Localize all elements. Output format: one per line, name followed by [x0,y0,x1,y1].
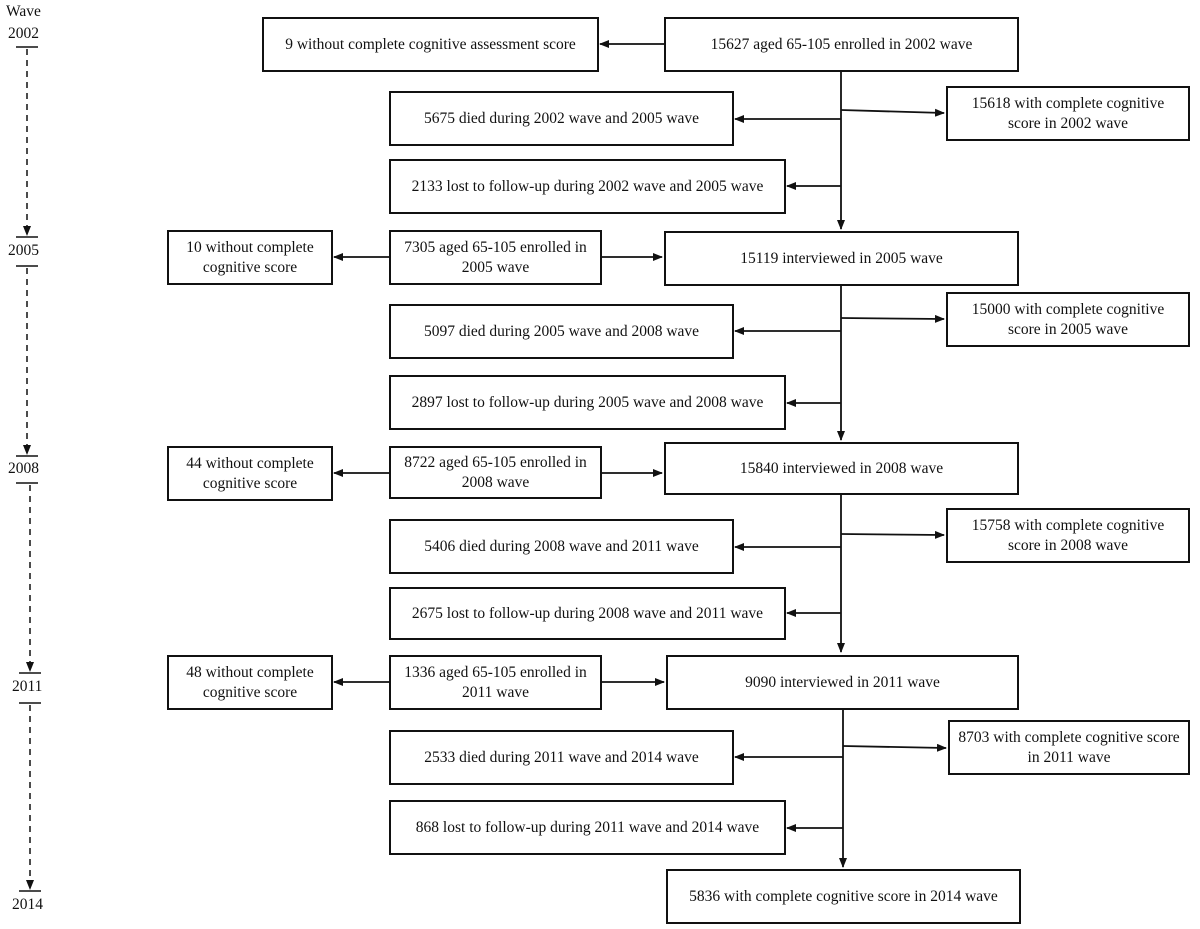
box-interviewed-2005: 15119 interviewed in 2005 wave [664,231,1019,286]
box-lost-2005-2008: 2897 lost to follow-up during 2005 wave … [389,375,786,430]
box-lost-2011-2014: 868 lost to follow-up during 2011 wave a… [389,800,786,855]
box-enrolled-2002: 15627 aged 65-105 enrolled in 2002 wave [664,17,1019,72]
box-lost-2008-2011: 2675 lost to follow-up during 2008 wave … [389,587,786,640]
box-complete-score-2002: 15618 with complete cognitive score in 2… [946,86,1190,141]
timeline [16,46,41,892]
box-interviewed-2008: 15840 interviewed in 2008 wave [664,442,1019,495]
box-lost-2002-2005: 2133 lost to follow-up during 2002 wave … [389,159,786,214]
box-interviewed-2011: 9090 interviewed in 2011 wave [666,655,1019,710]
box-complete-score-2005: 15000 with complete cognitive score in 2… [946,292,1190,347]
timeline-header: Wave [6,3,41,20]
timeline-year-2011: 2011 [12,678,43,695]
box-without-score-2005: 10 without complete cognitive score [167,230,333,285]
box-new-enrolled-2008: 8722 aged 65-105 enrolled in 2008 wave [389,446,602,499]
box-complete-score-2008: 15758 with complete cognitive score in 2… [946,508,1190,563]
box-died-2011-2014: 2533 died during 2011 wave and 2014 wave [389,730,734,785]
timeline-year-2005: 2005 [8,242,39,259]
timeline-year-2002: 2002 [8,25,39,42]
box-complete-score-2014: 5836 with complete cognitive score in 20… [666,869,1021,924]
box-died-2008-2011: 5406 died during 2008 wave and 2011 wave [389,519,734,574]
box-without-score-2011: 48 without complete cognitive score [167,655,333,710]
box-without-score-2008: 44 without complete cognitive score [167,446,333,501]
connectors [333,40,947,868]
box-complete-score-2011: 8703 with complete cognitive score in 20… [948,720,1190,775]
box-without-assessment-2002: 9 without complete cognitive assessment … [262,17,599,72]
box-died-2005-2008: 5097 died during 2005 wave and 2008 wave [389,304,734,359]
timeline-year-2008: 2008 [8,460,39,477]
box-new-enrolled-2005: 7305 aged 65-105 enrolled in 2005 wave [389,230,602,285]
box-new-enrolled-2011: 1336 aged 65-105 enrolled in 2011 wave [389,655,602,710]
box-died-2002-2005: 5675 died during 2002 wave and 2005 wave [389,91,734,146]
timeline-year-2014: 2014 [12,896,43,913]
